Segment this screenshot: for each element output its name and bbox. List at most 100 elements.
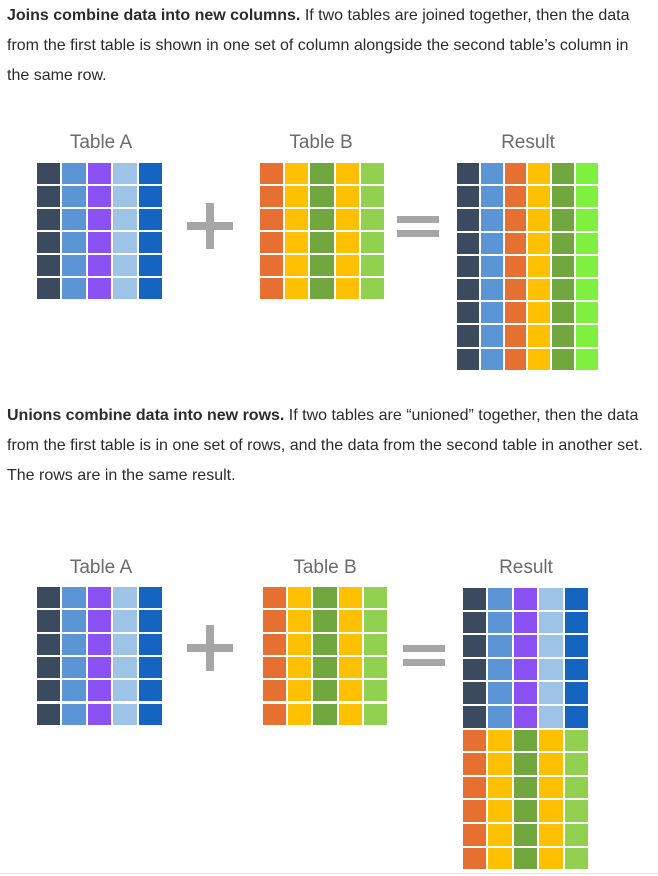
union-table-a-cell (137, 702, 163, 726)
join-table-a-cell (86, 231, 113, 254)
union-result-cell (563, 705, 589, 729)
join-result-cell (456, 347, 480, 371)
union-table-a-cell (112, 609, 138, 633)
union-table-a-cell (61, 586, 87, 610)
join-result-cell (479, 185, 504, 209)
join-table-a-cell (112, 231, 138, 254)
union-result-cell (487, 610, 513, 635)
union-result-cell (512, 846, 539, 871)
join-result-cell (479, 324, 504, 348)
join-table-a-cell (36, 277, 62, 300)
join-result-cell (551, 208, 575, 232)
join-result-cell (527, 254, 552, 278)
join-table-a-cell (36, 208, 62, 231)
union-result-cell (563, 752, 589, 776)
union-table-b-cell (262, 632, 288, 656)
join-result-cell (456, 254, 480, 278)
union-result-cell (538, 610, 564, 635)
join-table-b-cell (259, 208, 285, 231)
union-result-cell (512, 823, 539, 847)
plus-icon (187, 625, 233, 671)
join-table-b-cell (284, 162, 310, 185)
join-table-a-cell (137, 277, 163, 300)
join-table-a-cell (112, 185, 138, 208)
join-result-cell (456, 208, 480, 232)
union-table-a-cell (61, 702, 87, 726)
union-result-cell (462, 634, 488, 658)
join-table-b-cell (334, 231, 360, 254)
union-table-b-cell (362, 632, 388, 656)
union-table-b-label: Table B (293, 557, 357, 578)
union-result-cell (462, 823, 488, 847)
join-table-a-cell (86, 208, 113, 231)
union-table-b-cell (287, 655, 313, 680)
join-result-cell (479, 347, 504, 371)
join-table-a-cell (36, 254, 62, 277)
union-table-b-cell (312, 679, 338, 703)
union-result-cell (538, 587, 564, 611)
union-table-a-label: Table A (69, 557, 133, 578)
join-table-b-cell (334, 185, 360, 208)
union-table-a-cell (36, 702, 62, 726)
divider (0, 873, 658, 874)
join-table-a-cell (112, 208, 138, 231)
union-table-a-cell (112, 679, 138, 703)
join-table-b-cell (259, 231, 285, 254)
join-table-a-cell (112, 162, 138, 185)
union-table-b-cell (287, 702, 313, 726)
union-table-a-cell (137, 679, 163, 703)
join-result-label: Result (501, 132, 555, 153)
union-table-a-cell (61, 632, 87, 656)
union-table-b-cell (312, 586, 338, 610)
join-result-cell (479, 208, 504, 232)
union-table-b-cell (337, 679, 363, 703)
join-table-b-cell (284, 231, 310, 254)
join-table-a-cell (61, 254, 87, 277)
union-result-cell (462, 657, 488, 682)
join-table-b-cell (284, 254, 310, 277)
join-table-a-cell (86, 162, 113, 185)
union-result-grid (462, 587, 589, 871)
plus-icon (187, 203, 233, 249)
join-table-a-cell (112, 254, 138, 277)
union-result-cell (462, 775, 488, 800)
join-result-cell (456, 231, 480, 255)
join-result-cell (527, 278, 552, 302)
joins-lead: Joins combine data into new columns. (7, 7, 301, 24)
union-table-b-cell (337, 655, 363, 680)
union-table-b-cell (287, 679, 313, 703)
joins-description: Joins combine data into new columns. If … (7, 1, 652, 91)
union-table-a-cell (36, 655, 62, 680)
join-result-cell (575, 301, 599, 325)
union-result-cell (512, 752, 539, 776)
union-table-a-cell (86, 632, 113, 656)
joins-text: If two tables are joined together, then … (7, 7, 630, 84)
union-table-a-grid (36, 586, 163, 726)
join-table-b-cell (359, 254, 385, 277)
join-table-b-grid (259, 162, 385, 300)
union-table-b-cell (287, 632, 313, 656)
union-table-b-cell (362, 702, 388, 726)
union-table-b-cell (262, 679, 288, 703)
join-table-b-cell (309, 185, 335, 208)
join-table-b-cell (334, 208, 360, 231)
union-result-cell (538, 799, 564, 823)
union-result-cell (512, 587, 539, 611)
union-table-b-cell (312, 632, 338, 656)
join-result-cell (527, 185, 552, 209)
join-table-a-cell (61, 277, 87, 300)
union-result-cell (538, 728, 564, 753)
join-result-cell (575, 278, 599, 302)
union-result-cell (563, 823, 589, 847)
join-table-a-cell (112, 277, 138, 300)
union-table-b-cell (337, 702, 363, 726)
union-result-cell (538, 846, 564, 871)
union-table-a-cell (36, 679, 62, 703)
join-table-b-cell (259, 254, 285, 277)
union-table-b-cell (362, 586, 388, 610)
union-table-a-cell (36, 586, 62, 610)
join-table-a-cell (137, 231, 163, 254)
union-result-cell (512, 610, 539, 635)
join-table-a-cell (61, 208, 87, 231)
union-result-cell (487, 681, 513, 705)
